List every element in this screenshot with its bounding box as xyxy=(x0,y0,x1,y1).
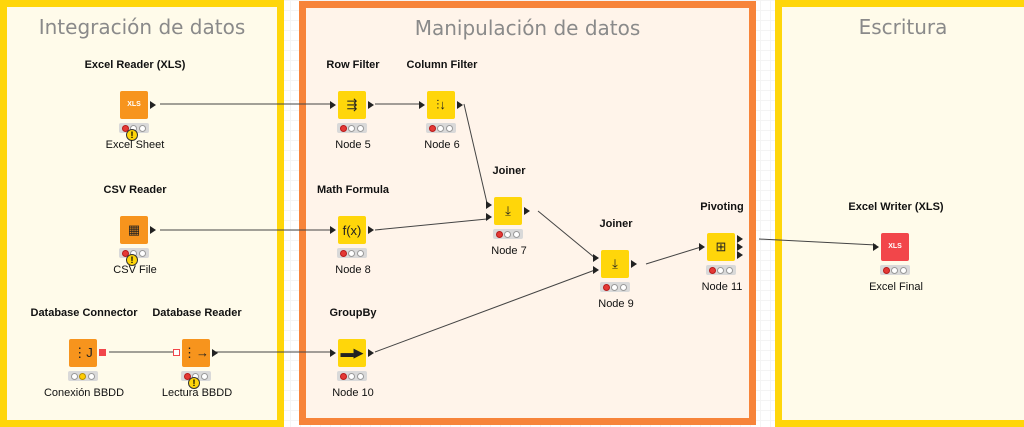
connection-joiner1-joiner2 xyxy=(537,210,596,259)
node-status-traffic-light xyxy=(706,265,736,275)
xls-icon-text: XLS xyxy=(888,243,902,250)
input-port[interactable] xyxy=(873,243,879,251)
input-port[interactable] xyxy=(330,101,336,109)
connection-joiner2-pivoting xyxy=(645,246,702,265)
database-reader-icon[interactable]: ⋮→ xyxy=(182,339,210,367)
db-connection-output-port[interactable] xyxy=(99,349,106,356)
node-status-traffic-light xyxy=(600,282,630,292)
math-formula-icon[interactable]: f(x) xyxy=(338,216,366,244)
annotation-writing[interactable]: Escritura xyxy=(775,0,1024,427)
node-label[interactable]: CSV File xyxy=(113,264,157,276)
node-label[interactable]: Node 7 xyxy=(491,245,527,257)
pivoting-icon[interactable]: ⊞ xyxy=(707,233,735,261)
output-port-1[interactable] xyxy=(737,235,743,243)
annotation-integration[interactable]: Integración de datos xyxy=(0,0,284,427)
input-port[interactable] xyxy=(699,243,705,251)
annotation-title: Integración de datos xyxy=(38,15,246,39)
node-label[interactable]: Node 6 xyxy=(424,139,460,151)
joiner-icon[interactable]: ⤓ xyxy=(601,250,629,278)
output-port[interactable] xyxy=(368,226,374,234)
input-port[interactable] xyxy=(330,226,336,234)
node-status-traffic-light xyxy=(119,123,149,133)
output-port[interactable] xyxy=(631,260,637,268)
connection-groupby-joiner2 xyxy=(374,269,596,353)
output-port[interactable] xyxy=(150,101,156,109)
input-port[interactable] xyxy=(330,349,336,357)
node-title: Row Filter xyxy=(326,59,380,71)
node-title: GroupBy xyxy=(329,307,377,319)
node-status-traffic-light xyxy=(337,248,367,258)
node-title: Pivoting xyxy=(700,201,744,213)
node-title: Math Formula xyxy=(316,184,390,196)
node-label[interactable]: Node 9 xyxy=(598,298,634,310)
annotation-title: Escritura xyxy=(858,15,948,39)
database-connector-icon[interactable]: ⋮J xyxy=(69,339,97,367)
node-title: Excel Reader (XLS) xyxy=(84,59,186,71)
node-title: Joiner xyxy=(599,218,633,230)
db-connection-input-port[interactable] xyxy=(173,349,180,356)
node-title: Database Reader xyxy=(152,307,242,319)
output-port[interactable] xyxy=(150,226,156,234)
output-port[interactable] xyxy=(368,101,374,109)
node-label[interactable]: Node 8 xyxy=(335,264,371,276)
input-port-left[interactable] xyxy=(486,201,492,209)
node-label[interactable]: Node 5 xyxy=(335,139,371,151)
connection-math-joiner1 xyxy=(374,218,488,231)
output-port[interactable] xyxy=(368,349,374,357)
xls-icon-text: XLS xyxy=(127,101,141,108)
xls-reader-icon[interactable]: XLS xyxy=(120,91,148,119)
output-port-2[interactable] xyxy=(737,243,743,251)
output-port[interactable] xyxy=(212,349,218,357)
joiner-icon[interactable]: ⤓ xyxy=(494,197,522,225)
node-status-traffic-light xyxy=(337,123,367,133)
groupby-icon[interactable]: ▬▶ xyxy=(338,339,366,367)
input-port-left[interactable] xyxy=(593,254,599,262)
node-status-traffic-light xyxy=(493,229,523,239)
input-port-right[interactable] xyxy=(593,266,599,274)
xls-writer-icon[interactable]: XLS xyxy=(881,233,909,261)
node-status-traffic-light xyxy=(426,123,456,133)
warning-icon: ! xyxy=(126,254,138,266)
csv-grid-icon[interactable]: ▦ xyxy=(120,216,148,244)
node-title: Joiner xyxy=(492,165,526,177)
node-label[interactable]: Excel Sheet xyxy=(105,139,165,151)
node-title: CSV Reader xyxy=(103,184,167,196)
output-port[interactable] xyxy=(524,207,530,215)
row-filter-icon[interactable]: ⇶ xyxy=(338,91,366,119)
node-status-traffic-light xyxy=(337,371,367,381)
connection-pivoting-writer xyxy=(758,238,877,246)
output-port-3[interactable] xyxy=(737,251,743,259)
node-label[interactable]: Node 11 xyxy=(701,281,743,293)
annotation-title: Manipulación de datos xyxy=(414,16,641,40)
node-label[interactable]: Conexión BBDD xyxy=(43,387,125,399)
warning-icon: ! xyxy=(188,377,200,389)
node-label[interactable]: Excel Final xyxy=(869,281,923,293)
output-port[interactable] xyxy=(457,101,463,109)
column-filter-icon[interactable]: ⫶↓ xyxy=(427,91,455,119)
node-status-traffic-light xyxy=(880,265,910,275)
node-status-traffic-light xyxy=(68,371,98,381)
node-label[interactable]: Node 10 xyxy=(332,387,374,399)
warning-icon: ! xyxy=(126,129,138,141)
connection-columnfilter-joiner1 xyxy=(463,103,488,204)
node-label[interactable]: Lectura BBDD xyxy=(161,387,233,399)
input-port-right[interactable] xyxy=(486,213,492,221)
node-title: Column Filter xyxy=(406,59,478,71)
node-title: Excel Writer (XLS) xyxy=(848,201,944,213)
input-port[interactable] xyxy=(419,101,425,109)
node-title: Database Connector xyxy=(30,307,138,319)
